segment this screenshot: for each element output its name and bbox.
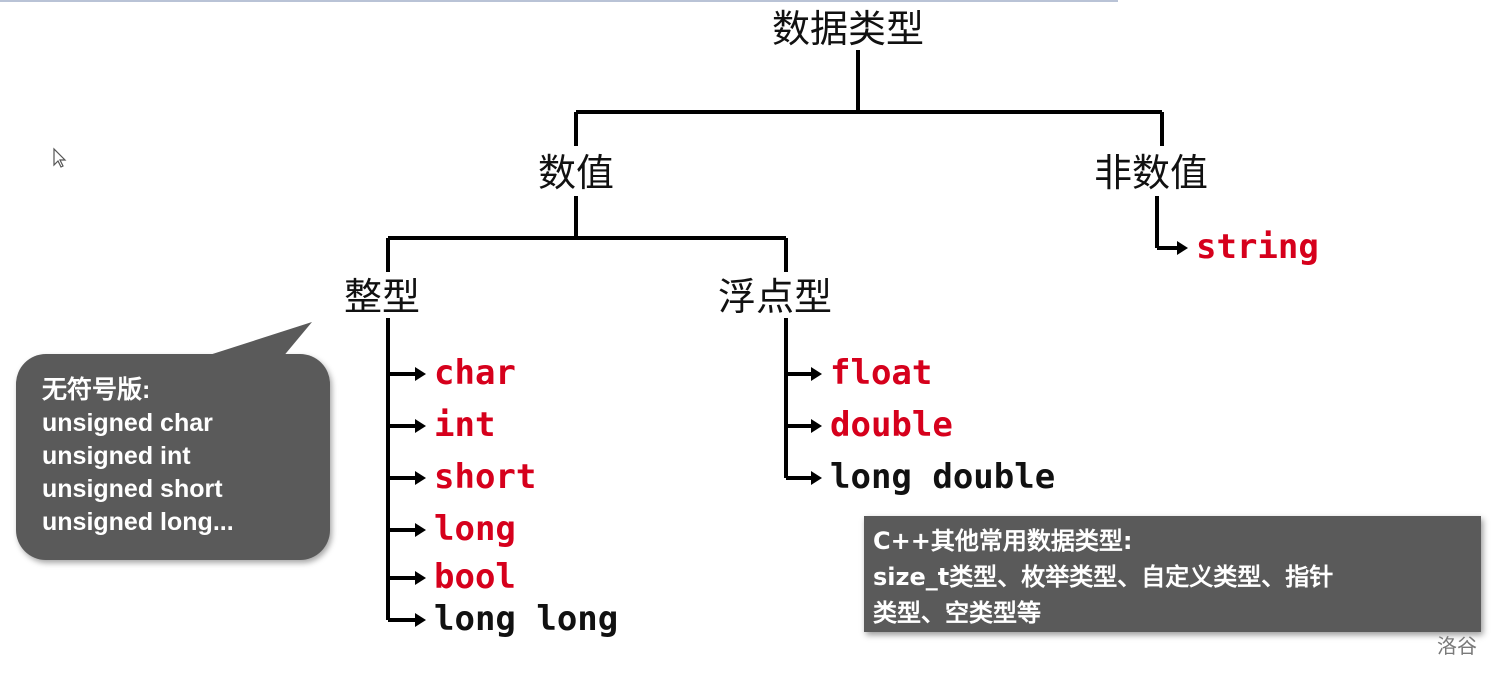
unsigned-line: unsigned short: [42, 475, 223, 503]
arrow-head-icon: [415, 613, 426, 627]
arrow-head-icon: [811, 419, 822, 433]
arrow-group: [388, 241, 1188, 627]
other-types-note-text: C++其他常用数据类型: size_t类型、枚举类型、自定义类型、指针 类型、空…: [873, 523, 1473, 631]
arrow-head-icon: [811, 471, 822, 485]
type-leaf: float: [830, 353, 933, 393]
watermark-text: 洛谷: [1437, 634, 1477, 658]
arrow-head-icon: [415, 471, 426, 485]
unsigned-line: unsigned char: [42, 409, 213, 437]
arrow-head-icon: [415, 367, 426, 381]
type-leaf: char: [434, 353, 516, 393]
integer-label: 整型: [344, 275, 421, 319]
type-leaf: bool: [434, 557, 516, 597]
arrow-head-icon: [415, 571, 426, 585]
unsigned-callout: [16, 354, 330, 560]
type-leaf: string: [1196, 227, 1319, 267]
type-leaf: long: [434, 509, 516, 549]
unsigned-line: unsigned long...: [42, 508, 234, 536]
arrow-head-icon: [415, 523, 426, 537]
arrow-head-icon: [811, 367, 822, 381]
note-line-2: size_t类型、枚举类型、自定义类型、指针: [873, 563, 1334, 591]
arrow-head-icon: [1177, 241, 1188, 255]
mouse-cursor-icon: [53, 147, 67, 168]
type-leaf: double: [830, 405, 953, 445]
note-line-3: 类型、空类型等: [873, 599, 1041, 627]
top-border-line: [0, 0, 1118, 2]
type-leaf: long long: [434, 599, 619, 639]
type-leaf: short: [434, 457, 537, 497]
float-label: 浮点型: [718, 275, 833, 319]
other-types-note: [864, 516, 1481, 632]
unsigned-callout-text: 无符号版: unsigned char unsigned int unsigne…: [42, 374, 234, 539]
arrow-head-icon: [415, 419, 426, 433]
non-numeric-label: 非数值: [1094, 151, 1209, 195]
numeric-label: 数值: [538, 151, 615, 195]
type-leaf: int: [434, 405, 496, 445]
type-leaf: long double: [830, 457, 1056, 497]
unsigned-callout-title: 无符号版:: [42, 376, 151, 404]
unsigned-line: unsigned int: [42, 442, 191, 470]
root-label: 数据类型: [772, 7, 925, 51]
note-line-1: C++其他常用数据类型:: [873, 527, 1133, 555]
